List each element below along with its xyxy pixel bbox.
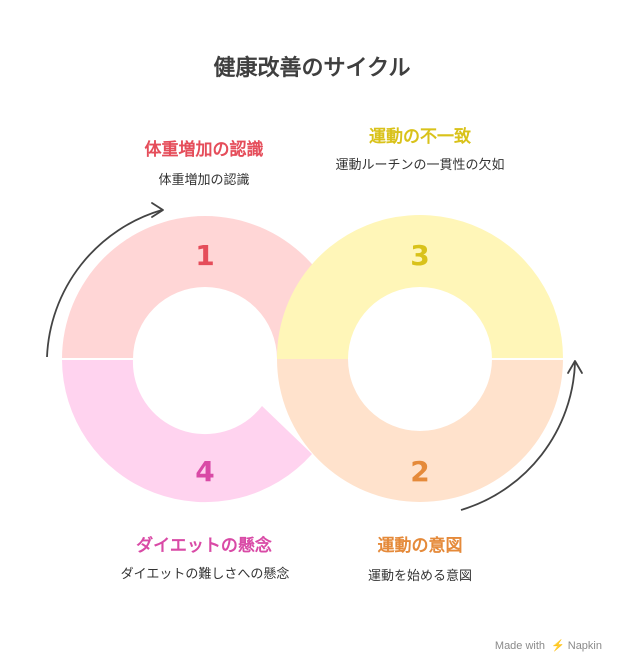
arrow-left [46, 209, 163, 358]
segment-2 [277, 359, 563, 502]
step-desc-1: 体重増加の認識 [158, 173, 250, 188]
step-number-4: 4 [195, 455, 214, 488]
step-title-3: 運動の不一致 [369, 127, 471, 147]
segment-4 [61, 359, 312, 503]
napkin-credit: Made with ⚡Napkin [495, 639, 602, 652]
napkin-brand-label: Napkin [567, 640, 602, 652]
step-desc-4: ダイエットの難しさへの懸念 [120, 567, 290, 582]
step-desc-3: 運動ルーチンの一貫性の欠如 [335, 158, 505, 173]
segment-3 [276, 214, 564, 359]
arrow-left-head [151, 202, 164, 218]
step-number-3: 3 [410, 239, 429, 272]
napkin-logo-icon: ⚡ [551, 640, 565, 652]
step-number-2: 2 [410, 455, 429, 488]
segment-1 [62, 216, 348, 359]
step-title-1: 体重増加の認識 [144, 140, 264, 160]
arrow-right-head [567, 360, 583, 374]
diagram-title: 健康改善のサイクル [213, 56, 411, 81]
made-with-label: Made with [494, 640, 546, 652]
step-title-4: ダイエットの懸念 [136, 536, 272, 556]
step-desc-2: 運動を始める意図 [367, 569, 472, 584]
arrow-right [460, 362, 576, 511]
step-number-1: 1 [195, 239, 214, 272]
step-title-2: 運動の意図 [377, 536, 463, 556]
